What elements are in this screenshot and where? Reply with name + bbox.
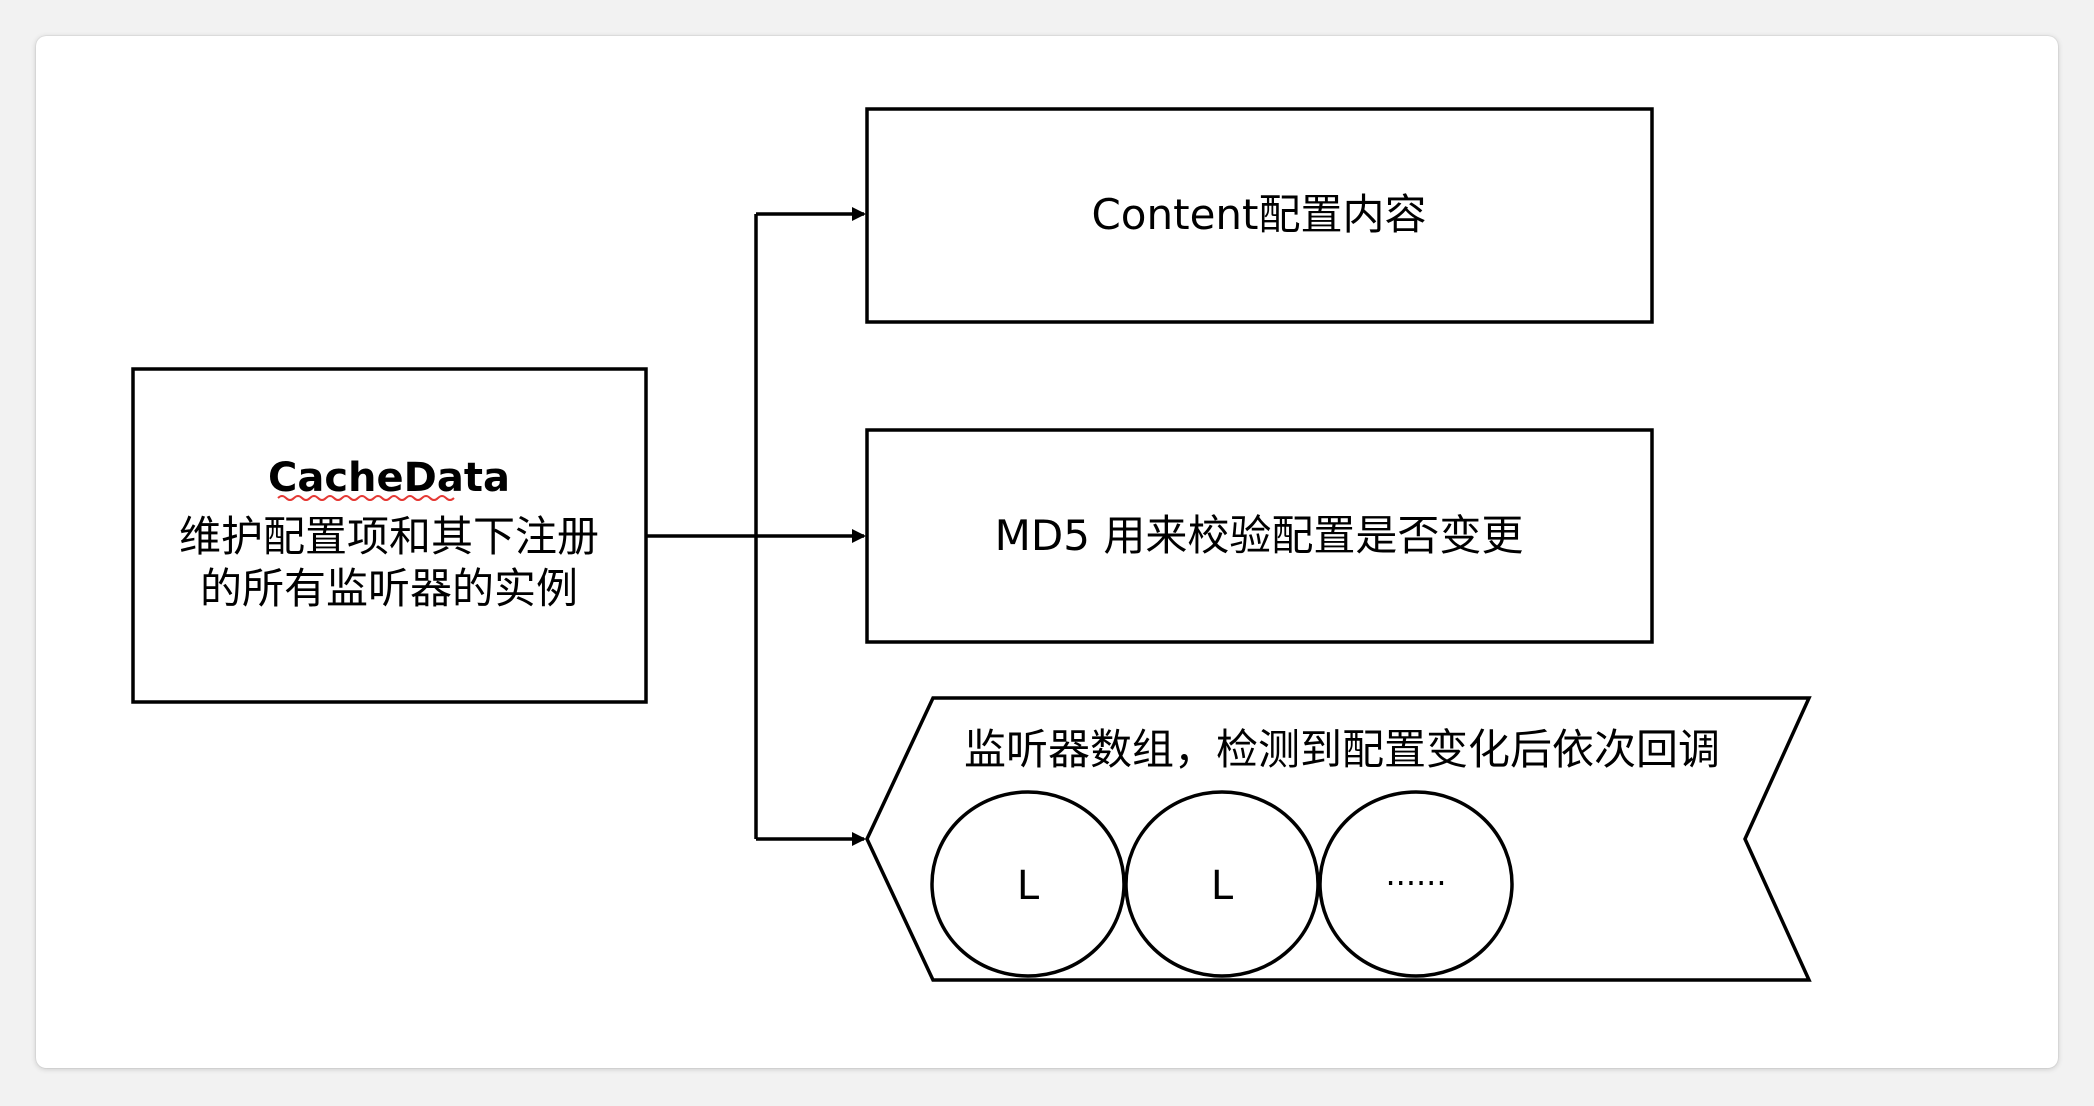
content-node: Content配置内容: [865, 107, 1654, 324]
listeners-label: 监听器数组，检测到配置变化后依次回调: [964, 725, 1720, 774]
md5-node: MD5 用来校验配置是否变更: [865, 428, 1654, 644]
md5-box-label: MD5 用来校验配置是否变更: [995, 511, 1524, 560]
md5-box: [865, 428, 1654, 644]
listener-circle-1: [930, 790, 1126, 978]
cache-data-description-line2: 的所有监听器的实例: [200, 564, 578, 613]
listeners-node: 监听器数组，检测到配置变化后依次回调 L L ......: [865, 696, 1812, 982]
listener-circle-more: [1318, 790, 1514, 978]
connectors: [646, 207, 866, 846]
cache-data-title: CacheData: [268, 455, 510, 501]
listener-circle-more-label: ......: [1385, 855, 1446, 893]
listener-circle-2: [1124, 790, 1320, 978]
listener-circle-1-label: L: [1017, 863, 1040, 909]
cache-data-description-line1: 维护配置项和其下注册: [179, 512, 599, 561]
content-box-label: Content配置内容: [1091, 190, 1426, 239]
cache-data-box: [131, 367, 648, 704]
content-box: [865, 107, 1654, 324]
cache-data-node: CacheData 维护配置项和其下注册 的所有监听器的实例: [131, 367, 648, 704]
spellcheck-squiggle: [277, 495, 455, 501]
listener-circle-2-label: L: [1211, 863, 1234, 909]
